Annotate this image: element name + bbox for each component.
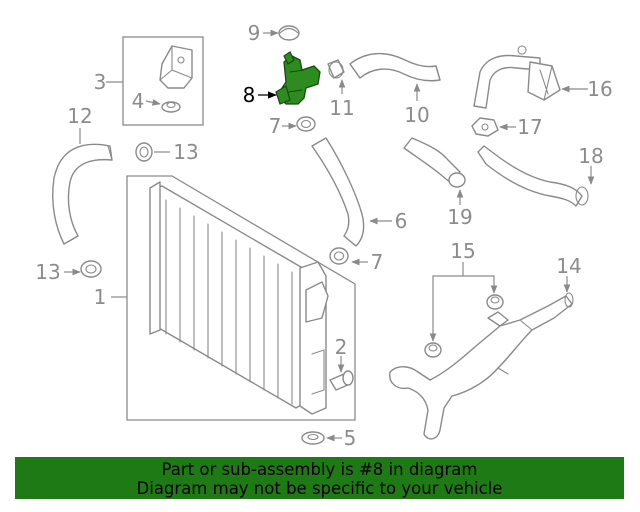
hose-19[interactable] <box>403 137 466 188</box>
valve-pipe-16[interactable] <box>473 45 561 109</box>
callout-12: 12 <box>67 104 92 128</box>
callout-16: 16 <box>587 77 612 101</box>
hose-6[interactable] <box>311 137 365 247</box>
callout-1: 1 <box>94 285 107 309</box>
callout-9: 9 <box>248 21 261 45</box>
callout-14: 14 <box>556 254 581 278</box>
callout-6: 6 <box>395 209 408 233</box>
hose-clamp-7-upper[interactable] <box>296 116 316 132</box>
banner-line-2: Diagram may not be specific to your vehi… <box>136 479 503 498</box>
hose-12[interactable] <box>52 143 113 245</box>
hose-clamp-11[interactable] <box>327 59 345 79</box>
callout-10: 10 <box>404 103 429 127</box>
callout-13-lower: 13 <box>35 260 60 284</box>
callout-7-lower: 7 <box>371 250 384 274</box>
callout-3: 3 <box>94 70 107 94</box>
callout-7-upper: 7 <box>269 114 282 138</box>
callout-19: 19 <box>447 205 472 229</box>
info-banner: Part or sub-assembly is #8 in diagram Di… <box>15 457 624 499</box>
cap-15-right[interactable] <box>486 294 504 310</box>
callout-17: 17 <box>517 115 542 139</box>
callout-15: 15 <box>450 239 475 263</box>
callout-4: 4 <box>132 89 145 113</box>
seal-5[interactable] <box>301 431 325 445</box>
water-outlet-fitting-8[interactable] <box>275 51 321 105</box>
hose-10[interactable] <box>349 53 441 82</box>
callout-8: 8 <box>243 83 256 107</box>
callout-2: 2 <box>335 335 348 359</box>
pipe-18[interactable] <box>477 145 589 207</box>
hose-clamp-13-upper[interactable] <box>135 142 153 162</box>
bracket-assembly-box[interactable] <box>122 36 204 126</box>
drain-plug[interactable] <box>329 370 354 391</box>
radiator[interactable] <box>126 175 356 421</box>
cap-9[interactable] <box>278 25 300 41</box>
gasket-17[interactable] <box>471 117 499 137</box>
callout-18: 18 <box>578 144 603 168</box>
callout-5: 5 <box>344 426 357 450</box>
cap-15-left[interactable] <box>424 342 442 358</box>
hose-clamp-13-lower[interactable] <box>80 260 102 278</box>
hose-clamp-7-lower[interactable] <box>329 247 349 265</box>
parts-diagram: 1 2 3 4 5 6 7 7 8 9 10 11 12 13 13 14 15… <box>35 21 612 450</box>
pipe-assembly-14[interactable] <box>389 292 574 440</box>
callout-13-upper: 13 <box>173 140 198 164</box>
callout-11: 11 <box>329 96 354 120</box>
banner-line-1: Part or sub-assembly is #8 in diagram <box>161 460 478 479</box>
